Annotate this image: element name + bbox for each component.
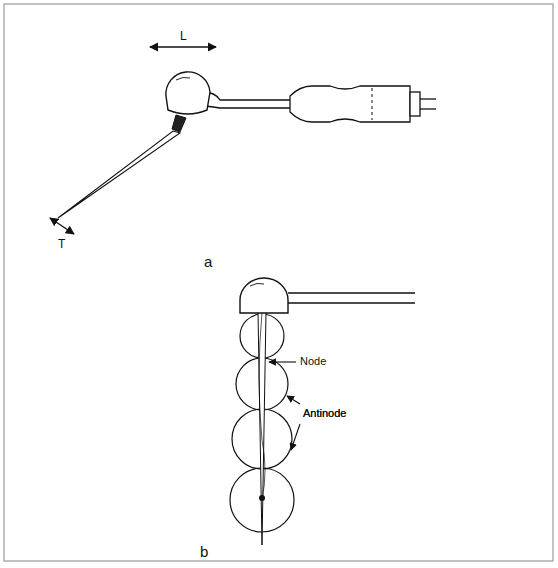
t-arrow xyxy=(50,218,74,234)
neck xyxy=(288,292,415,293)
dimension-label: L xyxy=(180,30,187,42)
end-cap xyxy=(410,92,420,116)
l-arrow xyxy=(150,46,216,47)
panel-label: b xyxy=(200,544,208,559)
endodontic-file xyxy=(58,131,180,218)
part-label: Node xyxy=(300,356,326,367)
dimension-label: T xyxy=(58,238,65,250)
neck xyxy=(203,92,290,100)
antinode-leader xyxy=(287,396,300,404)
cable xyxy=(420,98,436,99)
head-highlight xyxy=(176,77,190,80)
tip-node xyxy=(259,495,265,501)
node-leader xyxy=(269,361,296,362)
neck xyxy=(288,302,415,303)
part-label: Antinode xyxy=(303,408,346,419)
head-highlight xyxy=(250,283,264,286)
chuck xyxy=(172,115,186,132)
handle xyxy=(290,86,410,122)
endodontic-file xyxy=(258,312,266,545)
head xyxy=(240,278,288,313)
head xyxy=(166,72,210,114)
cable xyxy=(420,108,436,109)
neck xyxy=(205,106,290,108)
frame xyxy=(4,4,553,561)
antinode-leader xyxy=(291,424,300,450)
handle-joint xyxy=(372,88,373,120)
file-deflection xyxy=(259,312,265,500)
panel-label: a xyxy=(204,254,212,269)
